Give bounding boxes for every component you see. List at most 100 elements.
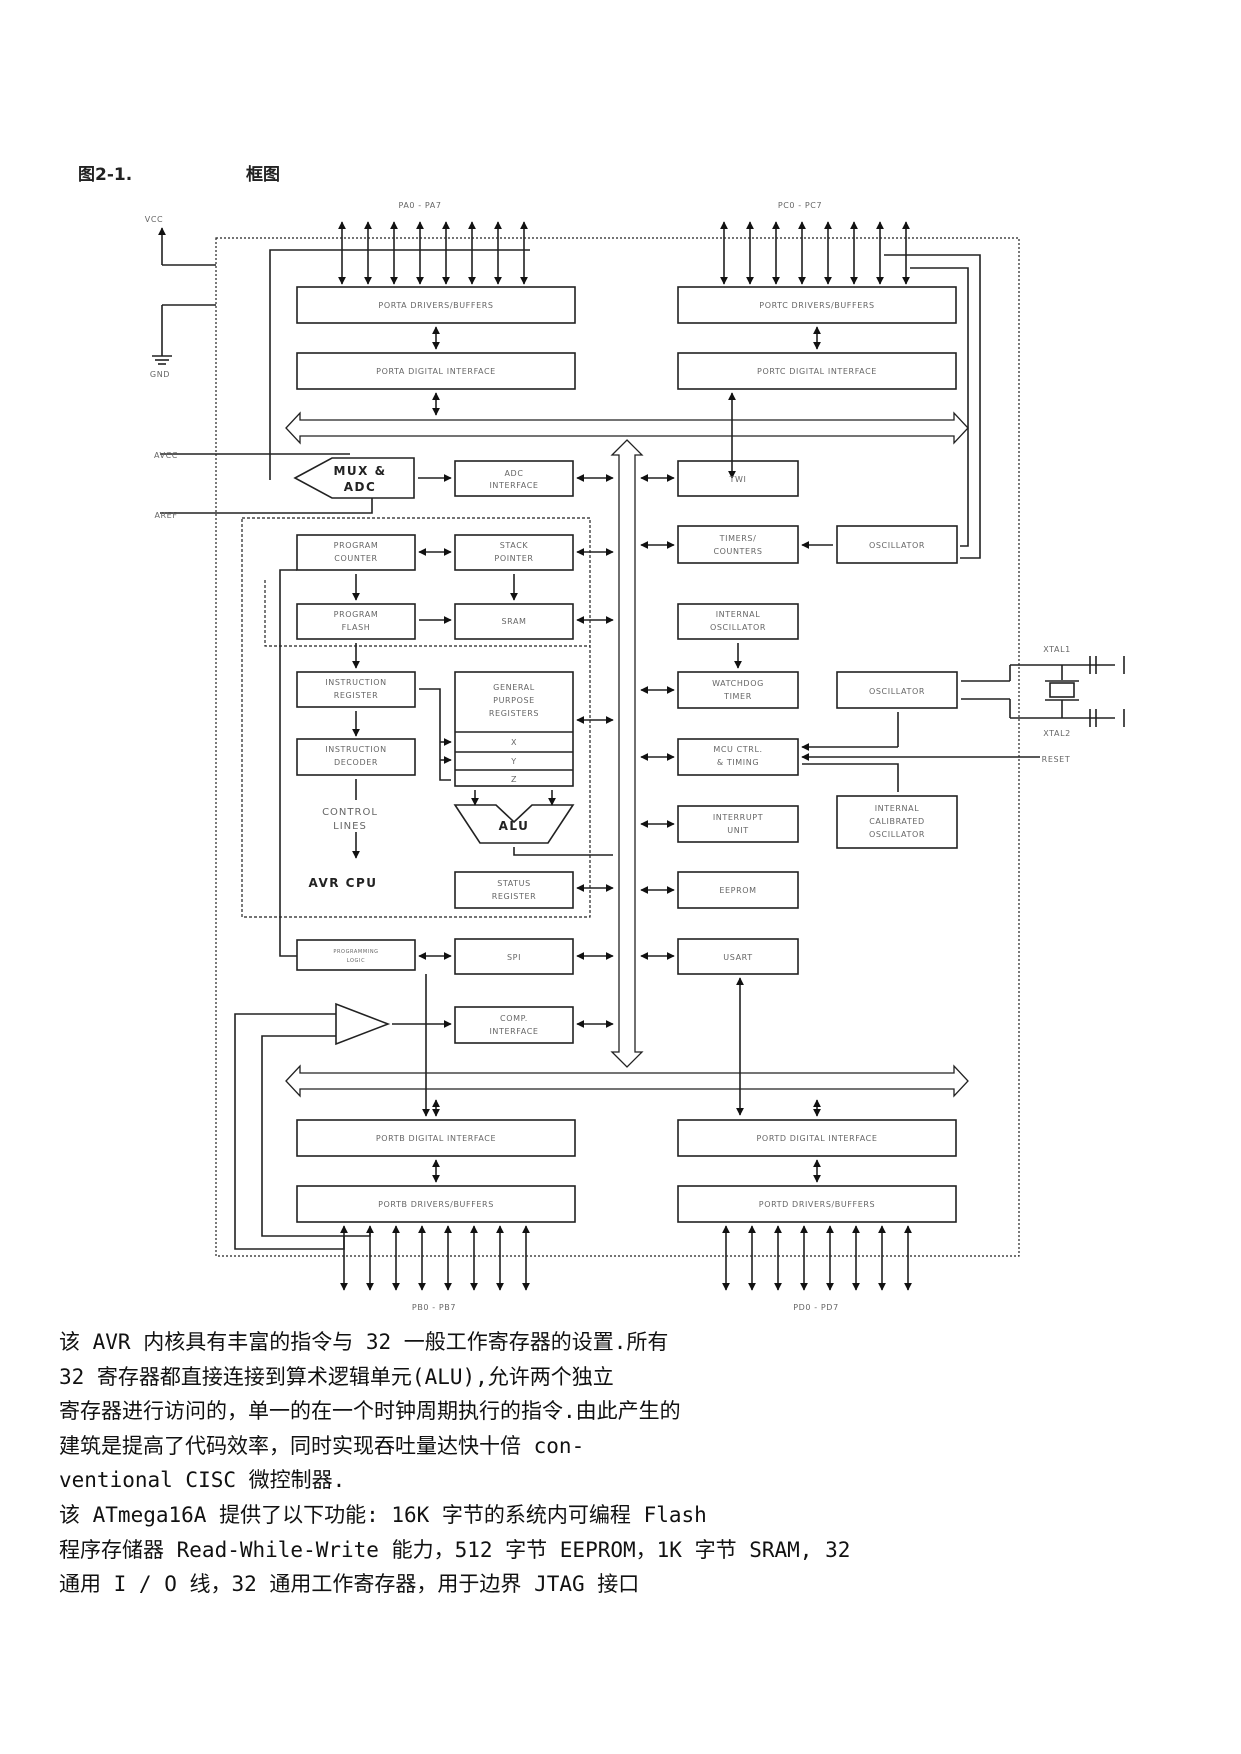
gpr-label-1: GENERAL (493, 683, 535, 692)
alu-label: ALU (499, 819, 530, 833)
paragraph-line: 程序存储器 Read-While-Write 能力，512 字节 EEPROM，… (59, 1537, 851, 1562)
status-label-2: REGISTER (492, 892, 537, 901)
mcu-label-1: MCU CTRL. (713, 745, 762, 754)
cpu-boundary (241, 517, 591, 918)
gnd-label: GND (150, 370, 170, 379)
pb-pins-label: PB0 - PB7 (412, 1303, 456, 1312)
eeprom-box (677, 871, 799, 909)
vcc-label: VCC (145, 215, 163, 224)
figure-number: 图2-1. (78, 165, 133, 185)
xtal2-label: XTAL2 (1043, 729, 1071, 738)
porta-drivers-label: PORTA DRIVERS/BUFFERS (378, 301, 493, 310)
avr-cpu-label: AVR CPU (308, 876, 377, 890)
interrupt-label-2: UNIT (727, 826, 749, 835)
instruction-decoder-box (296, 738, 416, 776)
int-osc-label-2: OSCILLATOR (710, 623, 766, 632)
adc-interface-box (454, 460, 574, 497)
porta-digital-box (296, 352, 576, 390)
control-lines-label-2: LINES (333, 821, 367, 832)
id-label-1: INSTRUCTION (325, 745, 386, 754)
portd-pin-lines (722, 1225, 912, 1291)
sram-label: SRAM (501, 617, 526, 626)
oscillator-top-label: OSCILLATOR (869, 541, 925, 550)
portc-pin-lines (720, 221, 981, 559)
gpr-box (454, 671, 574, 787)
gpr-label-3: REGISTERS (489, 709, 539, 718)
int-osc-label-1: INTERNAL (716, 610, 761, 619)
cal-label-2: CALIBRATED (869, 817, 925, 826)
portd-digital-label: PORTD DIGITAL INTERFACE (757, 1134, 878, 1143)
pf-label-1: PROGRAM (334, 610, 379, 619)
portd-drivers-label: PORTD DRIVERS/BUFFERS (759, 1200, 875, 1209)
portb-drivers-label: PORTB DRIVERS/BUFFERS (378, 1200, 494, 1209)
reg-x-label: X (511, 738, 517, 747)
comp-label-1: COMP. (500, 1014, 528, 1023)
pd-pins-label: PD0 - PD7 (793, 1303, 839, 1312)
timers-counters-box (677, 525, 799, 564)
paragraph-line: 通用 I / O 线，32 通用工作寄存器，用于边界 JTAG 接口 (59, 1572, 640, 1597)
control-lines-label-1: CONTROL (322, 807, 378, 818)
paragraph-line: ventional CISC 微控制器. (59, 1468, 346, 1493)
status-label-1: STATUS (497, 879, 531, 888)
spi-box (454, 938, 574, 975)
pc-pins-label: PC0 - PC7 (778, 201, 822, 210)
gpr-label-2: PURPOSE (493, 696, 535, 705)
sp-label-2: POINTER (494, 554, 533, 563)
program-flash-box (296, 603, 416, 640)
paragraph-line: 该 ATmega16A 提供了以下功能: 16K 字节的系统内可编程 Flash (59, 1502, 707, 1527)
adc-if-label-1: ADC (504, 469, 523, 478)
reset-label: RESET (1042, 755, 1071, 764)
comparator-shape (335, 1002, 391, 1046)
twi-box (677, 460, 799, 497)
timers-label-1: TIMERS/ (719, 534, 757, 543)
pc-label-2: COUNTER (334, 554, 377, 563)
instruction-register-box (296, 671, 416, 708)
twi-label: TWI (729, 475, 747, 484)
aref-label: AREF (154, 511, 177, 520)
spi-label: SPI (507, 953, 521, 962)
body-text: 该 AVR 内核具有丰富的指令与 32 一般工作寄存器的设置.所有 32 寄存器… (59, 1325, 1179, 1602)
oscillator-right-box (836, 671, 958, 709)
comp-label-2: INTERFACE (489, 1027, 538, 1036)
ir-label-1: INSTRUCTION (325, 678, 386, 687)
usart-box (677, 938, 799, 975)
usart-label: USART (723, 953, 752, 962)
programming-logic-box (296, 939, 416, 971)
prog-logic-label-1: PROGRAMMING (333, 949, 378, 955)
interrupt-unit-box (677, 805, 799, 843)
portc-digital-label: PORTC DIGITAL INTERFACE (757, 367, 877, 376)
figure-caption: 图2-1.框图 (78, 160, 280, 185)
portd-digital-box (677, 1119, 957, 1157)
portc-digital-box (677, 352, 957, 390)
pc-label-1: PROGRAM (334, 541, 379, 550)
watchdog-timer-box (677, 671, 799, 709)
portb-drivers-box (296, 1185, 576, 1223)
porta-pin-lines (269, 221, 530, 480)
reg-z-label: Z (511, 775, 517, 784)
paragraph-line: 32 寄存器都直接连接到算术逻辑单元(ALU),允许两个独立 (59, 1364, 614, 1389)
chip-boundary (215, 237, 1020, 1257)
top-data-bus (285, 411, 969, 445)
internal-oscillator-box (677, 603, 799, 640)
oscillator-right-label: OSCILLATOR (869, 687, 925, 696)
timers-label-2: COUNTERS (713, 547, 762, 556)
stack-pointer-box (454, 534, 574, 571)
mux-adc-shape (293, 457, 415, 499)
sram-box (454, 603, 574, 640)
interrupt-label-1: INTERRUPT (713, 813, 763, 822)
paragraph-line: 建筑是提高了代码效率，同时实现吞吐量达快十倍 con- (59, 1433, 585, 1458)
mux-label-1: MUX & (333, 464, 386, 478)
avcc-label: AVCC (154, 451, 178, 460)
portc-drivers-label: PORTC DRIVERS/BUFFERS (759, 301, 874, 310)
vertical-data-bus (610, 439, 644, 1068)
portd-drivers-box (677, 1185, 957, 1223)
pa-pins-label: PA0 - PA7 (398, 201, 441, 210)
porta-drivers-box (296, 286, 576, 324)
cal-label-3: OSCILLATOR (869, 830, 925, 839)
xtal1-label: XTAL1 (1043, 645, 1071, 654)
mcu-control-box (677, 738, 799, 776)
porta-digital-label: PORTA DIGITAL INTERFACE (376, 367, 496, 376)
comp-interface-box (454, 1006, 574, 1044)
prog-logic-label-2: LOGIC (347, 958, 365, 964)
mcu-label-2: & TIMING (717, 758, 759, 767)
